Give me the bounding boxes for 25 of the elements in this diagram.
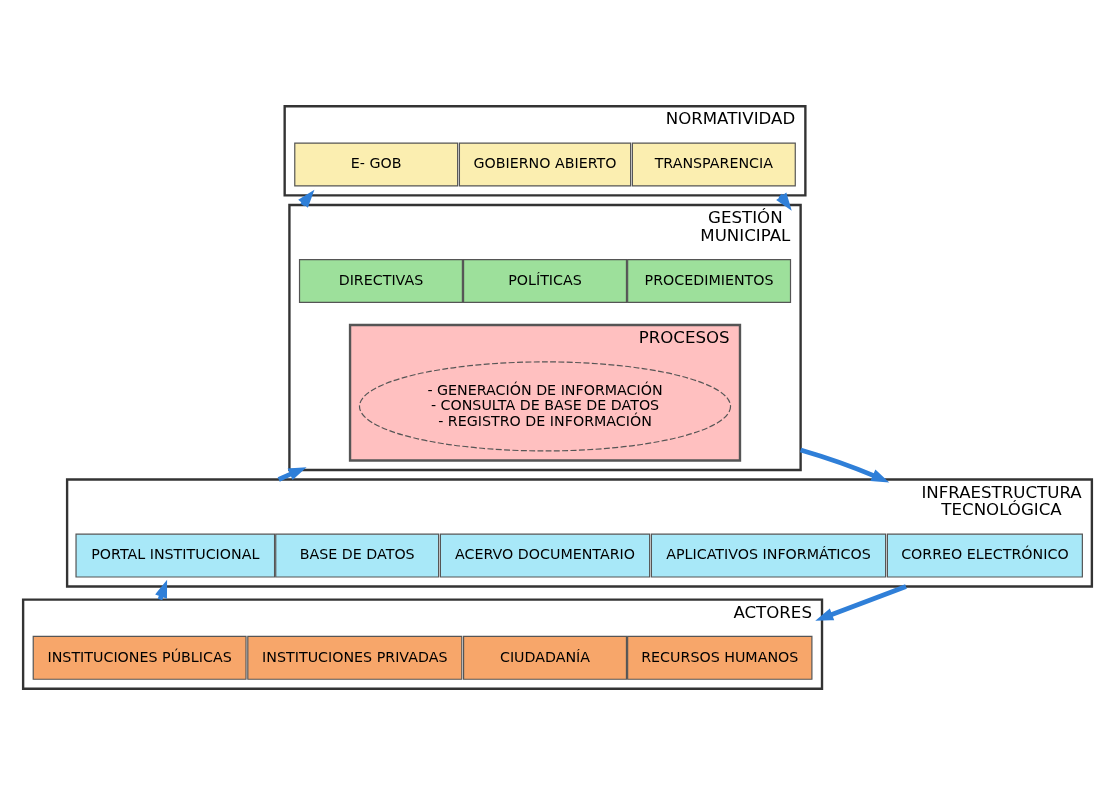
node-box: TRANSPARENCIA <box>631 142 796 186</box>
node-box: APLICATIVOS INFORMÁTICOS <box>650 533 887 578</box>
node-box: PROCEDIMIENTOS <box>627 258 792 303</box>
node-box: BASE DE DATOS <box>275 533 440 578</box>
node-box: INSTITUCIONES PRIVADAS <box>247 635 463 680</box>
node-label: ACTORES <box>733 602 812 622</box>
node-box: RECURSOS HUMANOS <box>627 635 813 680</box>
arrow <box>799 447 890 482</box>
cluster <box>288 203 802 471</box>
node-box: POLÍTICAS <box>463 258 628 303</box>
cluster <box>21 597 824 690</box>
cluster <box>65 477 1094 588</box>
node-ellipse: - GENERACIÓN DE INFORMACIÓN - CONSULTA DE BASE DE DATOS - REGISTRO DE INFORMACIÓN <box>358 360 732 452</box>
node-box: E- GOB <box>294 142 459 186</box>
node-box: ACERVO DOCUMENTARIO <box>439 533 651 578</box>
arrow <box>815 583 907 621</box>
node-label: GESTIÓN MUNICIPAL <box>700 207 791 245</box>
node-box: PORTAL INSTITUCIONAL <box>75 533 276 578</box>
node-box: CIUDADANÍA <box>463 635 628 680</box>
node-box: DIRECTIVAS <box>298 258 463 303</box>
node-box: INSTITUCIONES PÚBLICAS <box>32 635 247 680</box>
node-label: NORMATIVIDAD <box>665 108 796 128</box>
node-box: CORREO ELECTRÓNICO <box>886 533 1083 578</box>
node-label: INFRAESTRUCTURA TECNOLÓGICA <box>921 482 1082 519</box>
node-box: GOBIERNO ABIERTO <box>458 142 632 186</box>
